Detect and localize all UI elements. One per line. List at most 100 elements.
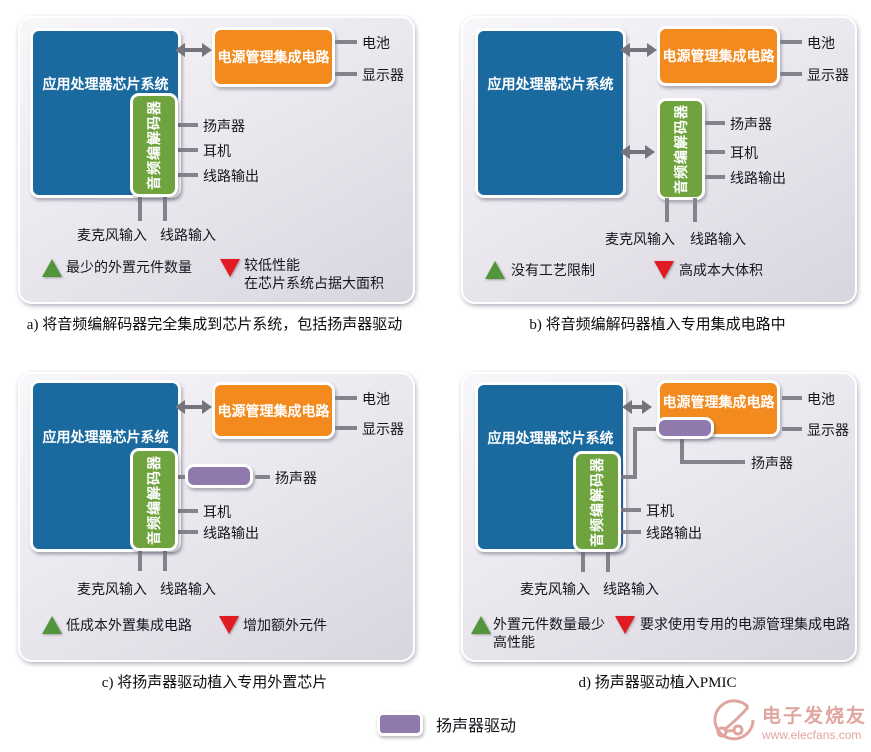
panel-a: 应用处理器芯片系统 音频编解码器 电源管理集成电路 电池 显示器 扬声器 耳机 … xyxy=(18,16,415,304)
legend: 扬声器驱动 xyxy=(377,712,516,736)
connector xyxy=(178,173,198,177)
connector xyxy=(138,547,142,571)
line-in-label: 线路输入 xyxy=(690,233,746,248)
panel-d: 应用处理器芯片系统 音频编解码器 电源管理集成电路 扬声器 电池 显示器 耳机 … xyxy=(461,372,857,662)
line-in-label: 线路输入 xyxy=(603,583,659,598)
bidirectional-arrow-icon xyxy=(620,145,655,159)
connector xyxy=(178,475,188,479)
headphone-label: 耳机 xyxy=(730,147,758,162)
pro-triangle-icon xyxy=(42,616,62,634)
codec-box: 音频编解码器 xyxy=(657,98,705,200)
caption-b: b) 将音频编解码器植入专用集成电路中 xyxy=(529,317,786,333)
codec-label: 音频编解码器 xyxy=(146,454,162,545)
con-text: 较低性能 在芯片系统占据大面积 xyxy=(244,258,384,294)
mic-in-label: 麦克风输入 xyxy=(77,583,147,598)
headphone-label: 耳机 xyxy=(203,506,231,521)
watermark-url: www.elecfans.com xyxy=(762,727,862,742)
connector xyxy=(680,460,745,464)
connector xyxy=(633,427,637,479)
line-in-label: 线路输入 xyxy=(160,583,216,598)
soc-box: 应用处理器芯片系统 xyxy=(475,28,626,198)
headphone-label: 耳机 xyxy=(646,505,674,520)
connector xyxy=(335,40,357,44)
connector xyxy=(665,198,669,222)
soc-label: 应用处理器芯片系统 xyxy=(487,76,614,92)
soc-label: 应用处理器芯片系统 xyxy=(487,430,614,446)
connector xyxy=(680,439,684,464)
con-triangle-icon xyxy=(220,259,240,277)
mic-in-label: 麦克风输入 xyxy=(77,229,147,244)
connector xyxy=(780,72,802,76)
connector xyxy=(705,150,725,154)
connector xyxy=(138,197,142,221)
codec-label: 音频编解码器 xyxy=(146,100,162,190)
connector xyxy=(782,396,802,400)
bidirectional-arrow-icon xyxy=(175,43,212,57)
con-text: 高成本大体积 xyxy=(679,264,763,279)
speaker-label: 扬声器 xyxy=(203,120,245,135)
con-triangle-icon xyxy=(654,261,674,279)
connector xyxy=(163,547,167,571)
speaker-driver-swatch xyxy=(377,712,423,736)
display-label: 显示器 xyxy=(807,69,849,84)
battery-label: 电池 xyxy=(807,37,835,52)
battery-label: 电池 xyxy=(807,393,835,408)
connector xyxy=(581,548,585,572)
panel-b: 应用处理器芯片系统 电源管理集成电路 音频编解码器 电池 显示器 扬声器 耳机 … xyxy=(461,16,857,304)
pro-text: 低成本外置集成电路 xyxy=(66,619,192,634)
bidirectional-arrow-icon xyxy=(620,43,657,57)
caption-c: c) 将扬声器驱动植入专用外置芯片 xyxy=(101,675,328,691)
headphone-label: 耳机 xyxy=(203,145,231,160)
pro-triangle-icon xyxy=(42,259,62,277)
speaker-label: 扬声器 xyxy=(730,118,772,133)
pro-triangle-icon xyxy=(471,616,491,634)
connector xyxy=(621,530,641,534)
pro-text: 最少的外置元件数量 xyxy=(66,261,192,276)
mic-in-label: 麦克风输入 xyxy=(520,583,590,598)
panel-c: 应用处理器芯片系统 音频编解码器 电源管理集成电路 电池 显示器 扬声器 耳机 … xyxy=(18,372,415,662)
watermark: 电子发烧友 www.elecfans.com xyxy=(710,697,867,745)
watermark-text: 电子发烧友 www.elecfans.com xyxy=(762,701,867,742)
connector xyxy=(335,396,357,400)
lineout-label: 线路输出 xyxy=(203,170,259,185)
bidirectional-arrow-icon xyxy=(622,400,652,414)
connector xyxy=(606,548,610,572)
pmic-label: 电源管理集成电路 xyxy=(662,393,775,410)
connector xyxy=(780,40,802,44)
connector xyxy=(178,530,198,534)
connector xyxy=(705,175,725,179)
speaker-driver-box xyxy=(185,464,253,488)
con-line-2: 在芯片系统占据大面积 xyxy=(244,277,384,292)
con-line-1: 较低性能 xyxy=(244,259,300,274)
connector xyxy=(693,198,697,222)
mic-in-label: 麦克风输入 xyxy=(605,233,675,248)
lineout-label: 线路输出 xyxy=(730,172,786,187)
pro-line-2: 高性能 xyxy=(493,636,535,651)
pro-line-1: 外置元件数量最少 xyxy=(493,618,605,633)
pmic-box: 电源管理集成电路 xyxy=(212,382,335,439)
connector xyxy=(335,426,357,430)
pmic-label: 电源管理集成电路 xyxy=(662,48,775,64)
codec-label: 音频编解码器 xyxy=(673,104,689,194)
pro-text: 没有工艺限制 xyxy=(511,264,595,279)
display-label: 显示器 xyxy=(362,69,404,84)
con-triangle-icon xyxy=(615,616,635,634)
connector xyxy=(335,72,357,76)
bidirectional-arrow-icon xyxy=(175,400,212,414)
connector xyxy=(178,123,198,127)
con-text: 增加额外元件 xyxy=(243,619,327,634)
connector xyxy=(621,475,637,479)
soc-label: 应用处理器芯片系统 xyxy=(42,76,169,92)
connector xyxy=(178,509,198,513)
pmic-label: 电源管理集成电路 xyxy=(217,49,330,65)
con-triangle-icon xyxy=(219,616,239,634)
con-text: 要求使用专用的电源管理集成电路 xyxy=(640,618,850,633)
legend-label: 扬声器驱动 xyxy=(436,718,517,735)
connector xyxy=(178,148,198,152)
display-label: 显示器 xyxy=(362,423,404,438)
pmic-box: 电源管理集成电路 xyxy=(657,380,780,437)
connector xyxy=(621,508,641,512)
pmic-box: 电源管理集成电路 xyxy=(212,27,335,87)
caption-d: d) 扬声器驱动植入PMIC xyxy=(578,675,737,691)
